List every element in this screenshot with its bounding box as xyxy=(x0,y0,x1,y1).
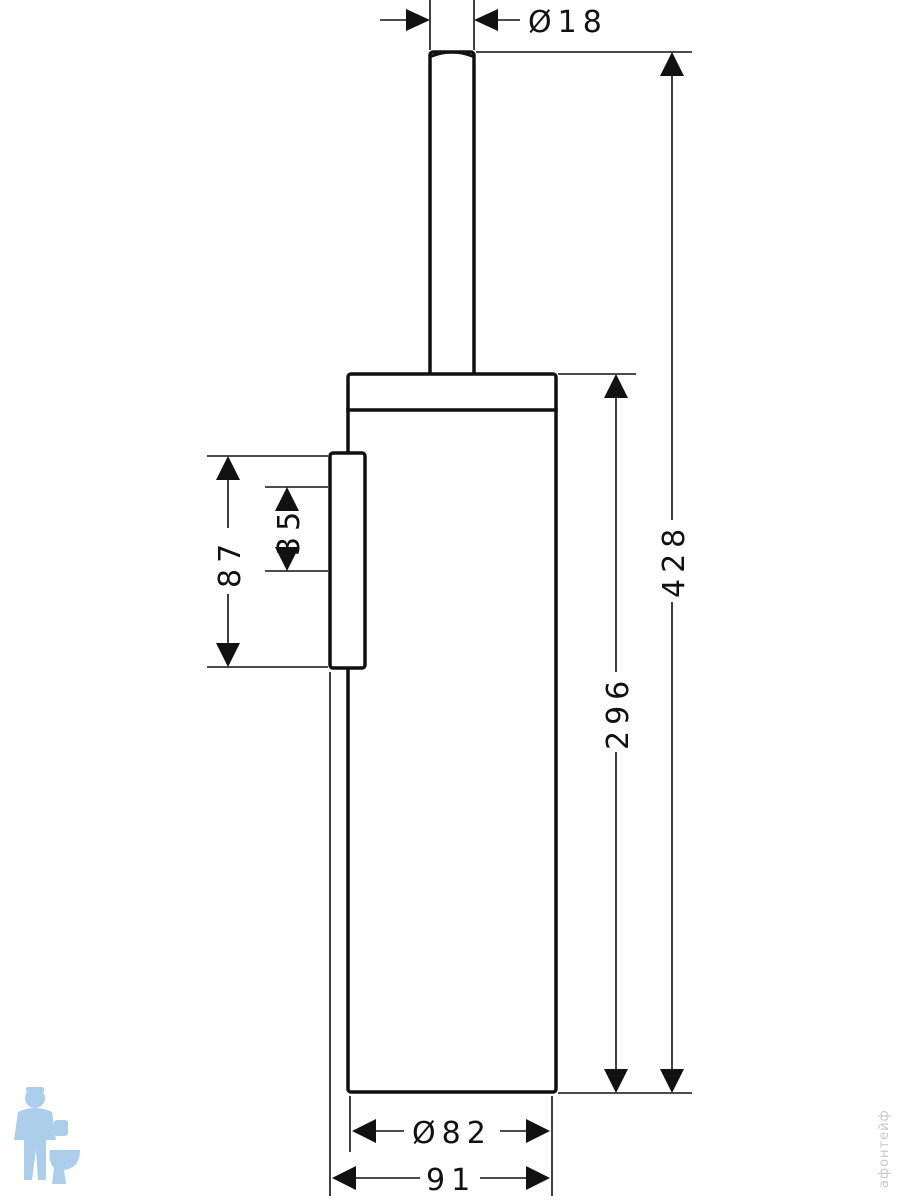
dim-handle-diameter: Ø18 xyxy=(380,0,608,50)
handle-top-cap xyxy=(430,50,474,58)
arrow-up-icon xyxy=(604,374,628,398)
dim-overall-depth: 91 xyxy=(329,672,553,1198)
dim-container-diameter: Ø82 xyxy=(349,1096,553,1152)
brush-handle xyxy=(428,50,476,379)
arrow-down-icon xyxy=(604,1069,628,1093)
wall-bracket xyxy=(328,451,367,670)
dim-label-hole-spacing: 35 xyxy=(272,506,307,556)
arrow-down-icon xyxy=(660,1069,684,1093)
dim-bracket-height: 87 xyxy=(207,455,328,668)
arrow-up-icon xyxy=(216,456,240,480)
arrow-left-icon xyxy=(352,1119,376,1143)
arrow-left-icon xyxy=(332,1166,356,1190)
product-outline xyxy=(328,50,558,1094)
arrow-up-icon xyxy=(660,52,684,76)
arrow-right-icon xyxy=(526,1119,550,1143)
plumber-toilet-logo xyxy=(14,1087,80,1184)
arrow-right-icon xyxy=(526,1166,550,1190)
dim-container-height: 296 xyxy=(558,373,636,1093)
dim-label-bracket-height: 87 xyxy=(213,538,248,588)
dim-label-container-height: 296 xyxy=(601,675,636,750)
arrow-up-icon xyxy=(275,487,299,511)
watermark-text: афонтейф xyxy=(877,1109,892,1188)
dim-hole-spacing: 35 xyxy=(265,486,328,572)
arrow-down-icon xyxy=(275,547,299,571)
dim-label-handle-diameter: Ø18 xyxy=(528,5,608,40)
arrow-left-icon xyxy=(474,9,498,31)
container-body xyxy=(346,372,558,1094)
arrow-right-icon xyxy=(406,9,430,31)
dim-label-total-height: 428 xyxy=(657,523,692,598)
dim-label-overall-depth: 91 xyxy=(426,1163,476,1198)
arrow-down-icon xyxy=(216,643,240,667)
dim-label-container-diameter: Ø82 xyxy=(412,1116,492,1151)
dim-total-height: 428 xyxy=(476,51,692,1094)
